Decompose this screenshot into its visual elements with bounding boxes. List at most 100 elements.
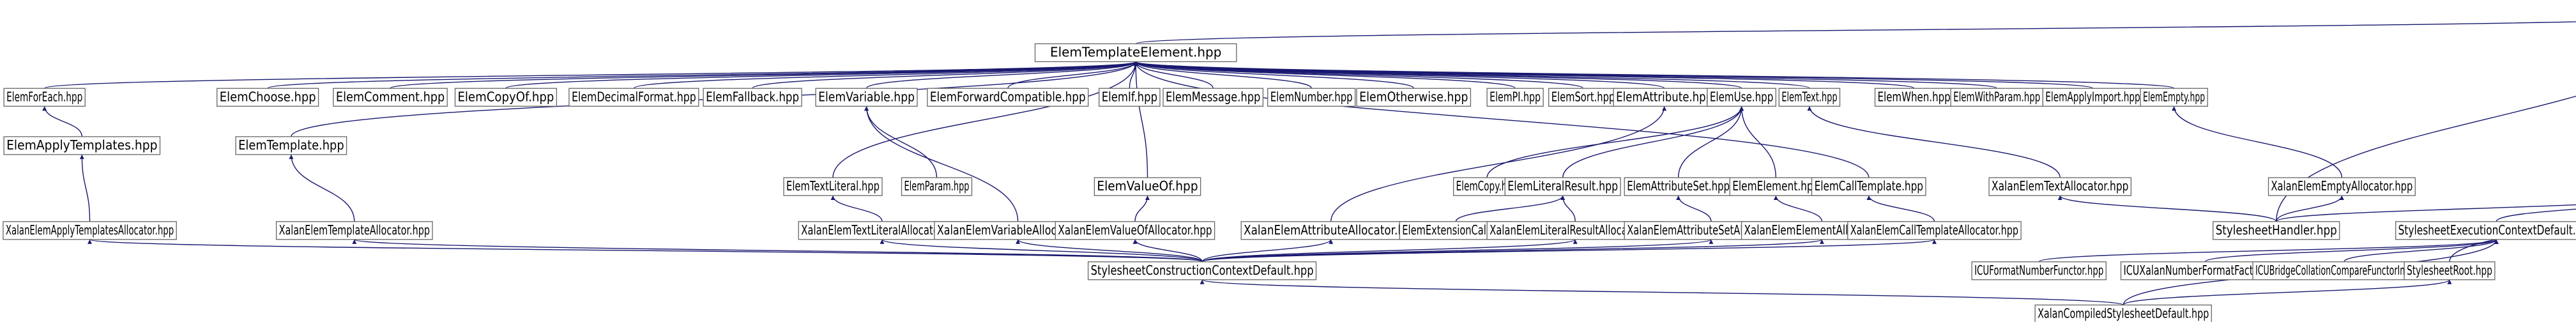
node-elemapplyimport[interactable]: ElemApplyImport.hpp [2042, 88, 2144, 107]
edge-n41-to-n16 [1330, 106, 1667, 222]
node-label: ElemIf.hpp [1102, 89, 1157, 104]
node-label: ElemApplyTemplates.hpp [6, 137, 157, 153]
edge-n13-to-n1 [1133, 61, 1414, 89]
node-elemapplytemplates[interactable]: ElemApplyTemplates.hpp [3, 136, 161, 155]
node-elemnumber[interactable]: ElemNumber.hpp [1267, 88, 1356, 107]
node-xalanelemvalueofallocator[interactable]: XalanElemValueOfAllocator.hpp [1055, 221, 1216, 240]
node-label: StylesheetExecutionContextDefault.hpp [2398, 222, 2576, 238]
node-box [1504, 177, 1621, 196]
node-elemparam[interactable]: ElemParam.hpp [901, 177, 973, 196]
edge-n27-to-n1 [1133, 61, 1148, 178]
node-label: ElemAttribute.hpp [1616, 89, 1712, 104]
node-elemelement[interactable]: ElemElement.hpp [1729, 177, 1823, 196]
node-elemfallback[interactable]: ElemFallback.hpp [703, 88, 802, 107]
node-elemdecimalformat[interactable]: ElemDecimalFormat.hpp [568, 88, 699, 107]
node-elemcopyof[interactable]: ElemCopyOf.hpp [454, 88, 558, 107]
node-xalancompiledstylesheetdefault[interactable]: XalanCompiledStylesheetDefault.hpp [2034, 304, 2212, 322]
node-elemwithparam[interactable]: ElemWithParam.hpp [1950, 88, 2043, 107]
node-label: ElemValueOf.hpp [1097, 178, 1198, 194]
edge-n28-to-n17 [1486, 106, 1744, 178]
node-label: ElemForEach.hpp [6, 89, 82, 104]
node-xalanelemtextallocator[interactable]: XalanElemTextAllocator.hpp [1988, 177, 2132, 196]
node-box [275, 221, 433, 240]
edge-n30-to-n17 [1677, 106, 1744, 178]
node-label: StylesheetHandler.hpp [2216, 222, 2337, 238]
node-box [783, 177, 883, 196]
node-box [1267, 88, 1356, 107]
node-icuformatnumberfunctor[interactable]: ICUFormatNumberFunctor.hpp [1971, 261, 2107, 280]
node-box [1486, 88, 1544, 107]
node-elemuse[interactable]: ElemUse.hpp [1707, 88, 1776, 107]
node-elemattribute[interactable]: ElemAttribute.hpp [1613, 88, 1716, 107]
node-label: ElemParam.hpp [904, 178, 970, 194]
node-box [1811, 177, 1926, 196]
edge-n49-to-n41 [1201, 239, 1334, 263]
node-box [1094, 177, 1201, 196]
node-elempi[interactable]: ElemPI.hpp [1486, 88, 1544, 107]
node-xalanelememptyallocator[interactable]: XalanElemEmptyAllocator.hpp [2267, 177, 2416, 196]
node-label: ElemMessage.hpp [1166, 89, 1260, 104]
node-elemcomment[interactable]: ElemComment.hpp [333, 88, 448, 107]
node-elemvariable[interactable]: ElemVariable.hpp [815, 88, 918, 107]
node-elemtemplate[interactable]: ElemTemplate.hpp [235, 136, 347, 155]
edge-n32-to-n1 [1133, 61, 1870, 178]
node-elemtemplateelement[interactable]: ElemTemplateElement.hpp [1034, 43, 1237, 63]
node-box [568, 88, 699, 107]
node-elemvalueof[interactable]: ElemValueOf.hpp [1094, 177, 1201, 196]
node-label: XalanElemAttributeAllocator.hpp [1244, 222, 1418, 238]
node-label: ElemDecimalFormat.hpp [572, 89, 696, 104]
node-elemliteralresult[interactable]: ElemLiteralResult.hpp [1504, 177, 1621, 196]
node-elemforeach[interactable]: ElemForEach.hpp [3, 88, 86, 107]
node-label: ElemForwardCompatible.hpp [930, 89, 1086, 104]
node-box [1950, 88, 2043, 107]
node-elemtextliteral[interactable]: ElemTextLiteral.hpp [783, 177, 883, 196]
node-elemif[interactable]: ElemIf.hpp [1099, 88, 1161, 107]
edge-n29-to-n17 [1562, 106, 1744, 178]
node-stylesheethandler[interactable]: StylesheetHandler.hpp [2213, 221, 2340, 240]
edge-n15-to-n1 [1133, 61, 1584, 89]
node-elemattributeset[interactable]: ElemAttributeSet.hpp [1624, 177, 1733, 196]
node-box [2140, 88, 2208, 107]
node-elemtext[interactable]: ElemText.hpp [1778, 88, 1841, 107]
edge-n52-to-n48 [2344, 239, 2499, 263]
edge-n25-to-n1 [832, 61, 1138, 178]
node-elemotherwise[interactable]: ElemOtherwise.hpp [1356, 88, 1472, 107]
node-label: ElemPI.hpp [1490, 89, 1541, 104]
edge-n1-to-n0 [1135, 21, 2576, 45]
node-label: ElemWhen.hpp [1878, 89, 1951, 104]
edge-n34-to-n22 [2172, 106, 2343, 178]
edge-n54-to-n49 [1200, 279, 2124, 306]
edge-n44-to-n30 [1676, 195, 1712, 222]
node-box [1087, 261, 1317, 280]
edge-n50-to-n48 [2038, 239, 2499, 263]
edge-n18-to-n1 [1134, 61, 1810, 89]
node-box [1847, 221, 2022, 240]
node-stylesheetconstructioncontextdefault[interactable]: StylesheetConstructionContextDefault.hpp [1087, 261, 1317, 280]
node-label: ElemEmpty.hpp [2143, 89, 2205, 104]
edge-n46-to-n32 [1866, 195, 1935, 222]
node-xalanelemcalltemplateallocator[interactable]: XalanElemCallTemplateAllocator.hpp [1847, 221, 2022, 240]
node-elemwhen[interactable]: ElemWhen.hpp [1874, 88, 1954, 107]
node-elemmessage[interactable]: ElemMessage.hpp [1162, 88, 1264, 107]
node-box [1613, 88, 1716, 107]
node-elemchoose[interactable]: ElemChoose.hpp [217, 88, 319, 107]
edge-n51-to-n48 [2204, 239, 2499, 263]
node-elemcalltemplate[interactable]: ElemCallTemplate.hpp [1811, 177, 1926, 196]
node-box [1162, 88, 1264, 107]
node-box [1707, 88, 1776, 107]
edge-n48-to-n35 [2496, 208, 2576, 222]
edge-n49-to-n45 [1201, 239, 1824, 263]
node-xalanelemattributeallocator[interactable]: XalanElemAttributeAllocator.hpp [1240, 221, 1421, 240]
node-elemempty[interactable]: ElemEmpty.hpp [2140, 88, 2208, 107]
node-label: ElemTextLiteral.hpp [786, 178, 880, 194]
node-xalanelemapplytemplatesallocator[interactable]: XalanElemApplyTemplatesAllocator.hpp [3, 221, 177, 240]
node-elemforwardcompatible[interactable]: ElemForwardCompatible.hpp [927, 88, 1089, 107]
node-box [2267, 177, 2416, 196]
edge-n40-to-n27 [1134, 195, 1150, 222]
node-elemsort[interactable]: ElemSort.hpp [1548, 88, 1618, 107]
node-xalanelemtemplateallocator[interactable]: XalanElemTemplateAllocator.hpp [275, 221, 433, 240]
node-stylesheetroot[interactable]: StylesheetRoot.hpp [2404, 261, 2496, 280]
edge-n5-to-n1 [505, 61, 1138, 89]
node-stylesheetexecutioncontextdefault[interactable]: StylesheetExecutionContextDefault.hpp [2395, 221, 2576, 240]
edge-n22-to-n1 [1134, 61, 2175, 89]
